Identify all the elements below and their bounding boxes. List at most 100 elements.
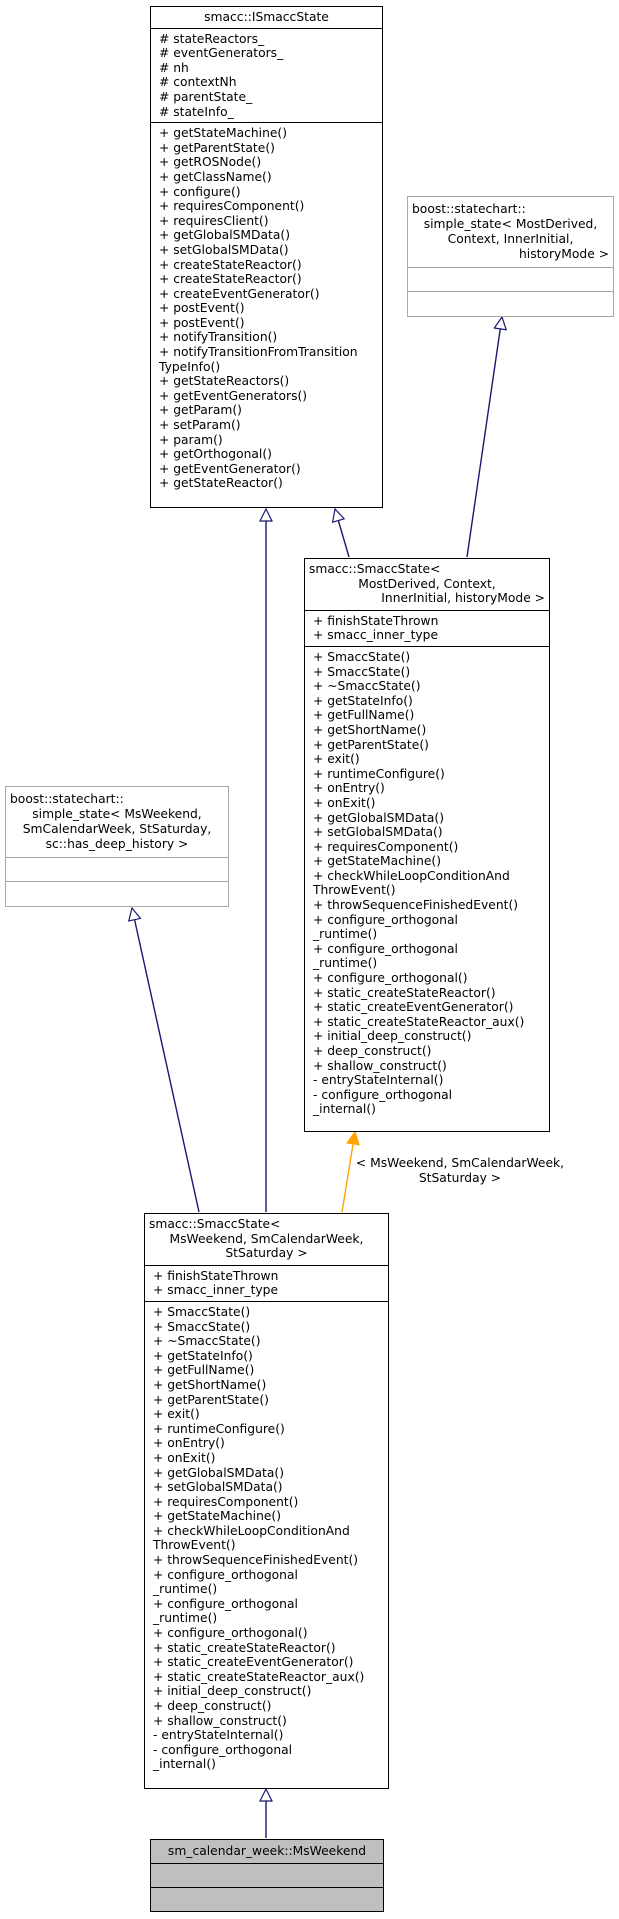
node-smacc-state-template[interactable]: smacc::SmaccState< MostDerived, Context,…	[304, 558, 550, 1132]
method: - entryStateInternal()	[153, 1728, 284, 1743]
method: + static_createEventGenerator()	[313, 1000, 514, 1015]
method: + postEvent()	[159, 301, 245, 316]
title-line: boost::statechart::	[10, 792, 124, 806]
method: + requiresComponent()	[313, 839, 459, 854]
node-title: boost::statechart:: simple_state< MostDe…	[408, 197, 613, 267]
method: + onEntry()	[313, 781, 385, 796]
method: _runtime()	[313, 927, 378, 942]
attributes-section: + finishStateThrown + smacc_inner_type	[145, 1264, 388, 1301]
title-line: historyMode >	[518, 247, 609, 261]
methods-section	[151, 1886, 383, 1909]
method: + setParam()	[159, 418, 241, 433]
method: + getStateReactor()	[159, 476, 283, 491]
method: + SmaccState()	[153, 1319, 251, 1334]
node-smacc-state-weekend[interactable]: smacc::SmaccState< MsWeekend, SmCalendar…	[144, 1213, 389, 1789]
title-line: MostDerived, Context,	[358, 576, 496, 591]
method: _internal()	[313, 1102, 376, 1117]
template-binding-label-line: StSaturday >	[418, 1171, 502, 1185]
method: + exit()	[313, 752, 360, 767]
method: _runtime()	[153, 1582, 218, 1597]
title-line: boost::statechart::	[412, 202, 526, 216]
method: + exit()	[153, 1407, 200, 1422]
method: + param()	[159, 432, 223, 447]
method: + configure_orthogonal	[313, 912, 458, 927]
method: + getFullName()	[153, 1363, 255, 1378]
method: _runtime()	[313, 956, 378, 971]
method: + getEventGenerator()	[159, 461, 301, 476]
node-ms-weekend[interactable]: sm_calendar_week::MsWeekend	[150, 1839, 384, 1912]
method: + notifyTransitionFromTransition	[159, 345, 358, 360]
method: + getGlobalSMData()	[153, 1465, 285, 1480]
attribute: + smacc_inner_type	[153, 1283, 279, 1298]
method: + static_createStateReactor_aux()	[313, 1014, 525, 1029]
method: + ~SmaccState()	[153, 1334, 261, 1349]
method: + configure_orthogonal	[153, 1567, 298, 1582]
title-line: sc::has_deep_history >	[45, 837, 189, 851]
method: + onExit()	[153, 1450, 216, 1465]
method: + configure_orthogonal()	[313, 971, 468, 986]
method: + getGlobalSMData()	[313, 810, 445, 825]
method: + getParentState()	[313, 737, 429, 752]
title-line: sm_calendar_week::MsWeekend	[167, 1844, 367, 1858]
method: + getParentState()	[153, 1392, 269, 1407]
method: + onExit()	[313, 795, 376, 810]
method: + getStateMachine()	[153, 1509, 282, 1524]
attribute: # eventGenerators_	[159, 46, 284, 61]
method: + configure_orthogonal	[153, 1596, 298, 1611]
method: + postEvent()	[159, 315, 245, 330]
method: + getROSNode()	[159, 155, 262, 170]
method: ThrowEvent()	[313, 883, 396, 898]
method: + configure()	[159, 184, 241, 199]
attribute: # contextNh	[159, 75, 237, 90]
method: + createStateReactor()	[159, 257, 302, 272]
method: ThrowEvent()	[153, 1538, 236, 1553]
attribute: + finishStateThrown	[313, 613, 439, 628]
method: + runtimeConfigure()	[313, 766, 445, 781]
node-boost-simple-state-weekend[interactable]: boost::statechart:: simple_state< MsWeek…	[5, 786, 229, 907]
method: + getFullName()	[313, 708, 415, 723]
attributes-section: # stateReactors_ # eventGenerators_ # nh…	[151, 27, 382, 123]
method: + throwSequenceFinishedEvent()	[313, 898, 519, 913]
method: + getGlobalSMData()	[159, 228, 291, 243]
title-line: simple_state< MsWeekend,	[32, 807, 202, 821]
edge-template-to-ismaccstate	[335, 509, 350, 558]
methods-section: + SmaccState() + SmaccState() + ~SmaccSt…	[305, 645, 549, 1120]
title-line: SmCalendarWeek, StSaturday,	[22, 822, 212, 836]
method: + initial_deep_construct()	[153, 1684, 312, 1699]
edge-weekend-to-template	[341, 1132, 355, 1213]
node-ismacc-state[interactable]: smacc::ISmaccState # stateReactors_ # ev…	[150, 6, 383, 508]
method: + getStateInfo()	[153, 1348, 253, 1363]
method: + getOrthogonal()	[159, 447, 272, 462]
method: + notifyTransition()	[159, 330, 278, 345]
method: + SmaccState()	[313, 649, 411, 664]
method: _internal()	[153, 1757, 216, 1772]
method: + getShortName()	[313, 722, 427, 737]
method: + createEventGenerator()	[159, 286, 320, 301]
methods-section: + getStateMachine() + getParentState() +…	[151, 122, 382, 494]
method: + SmaccState()	[153, 1304, 251, 1319]
method: + static_createStateReactor_aux()	[153, 1669, 365, 1684]
methods-section: + SmaccState() + SmaccState() + ~SmaccSt…	[145, 1300, 388, 1775]
title-line: simple_state< MostDerived,	[423, 217, 598, 231]
method: + SmaccState()	[313, 664, 411, 679]
method: + initial_deep_construct()	[313, 1029, 472, 1044]
method: + getStateReactors()	[159, 374, 290, 389]
method: + configure_orthogonal()	[153, 1626, 308, 1641]
methods-section	[408, 291, 613, 315]
method: + getShortName()	[153, 1377, 267, 1392]
method: + checkWhileLoopConditionAnd	[313, 868, 510, 883]
node-boost-simple-state-generic[interactable]: boost::statechart:: simple_state< MostDe…	[407, 196, 614, 317]
method: + requiresClient()	[159, 213, 269, 228]
method: + getStateMachine()	[159, 126, 288, 141]
method: TypeInfo()	[159, 359, 221, 374]
node-title: boost::statechart:: simple_state< MsWeek…	[6, 787, 228, 857]
method: + ~SmaccState()	[313, 679, 421, 694]
method: + getParentState()	[159, 140, 275, 155]
method: - entryStateInternal()	[313, 1073, 444, 1088]
attribute: + finishStateThrown	[153, 1268, 279, 1283]
method: + deep_construct()	[313, 1044, 432, 1058]
method: + getEventGenerators()	[159, 388, 308, 403]
method: + createStateReactor()	[159, 272, 302, 287]
template-binding-label-line: < MsWeekend, SmCalendarWeek,	[355, 1156, 565, 1170]
methods-section	[6, 881, 228, 905]
